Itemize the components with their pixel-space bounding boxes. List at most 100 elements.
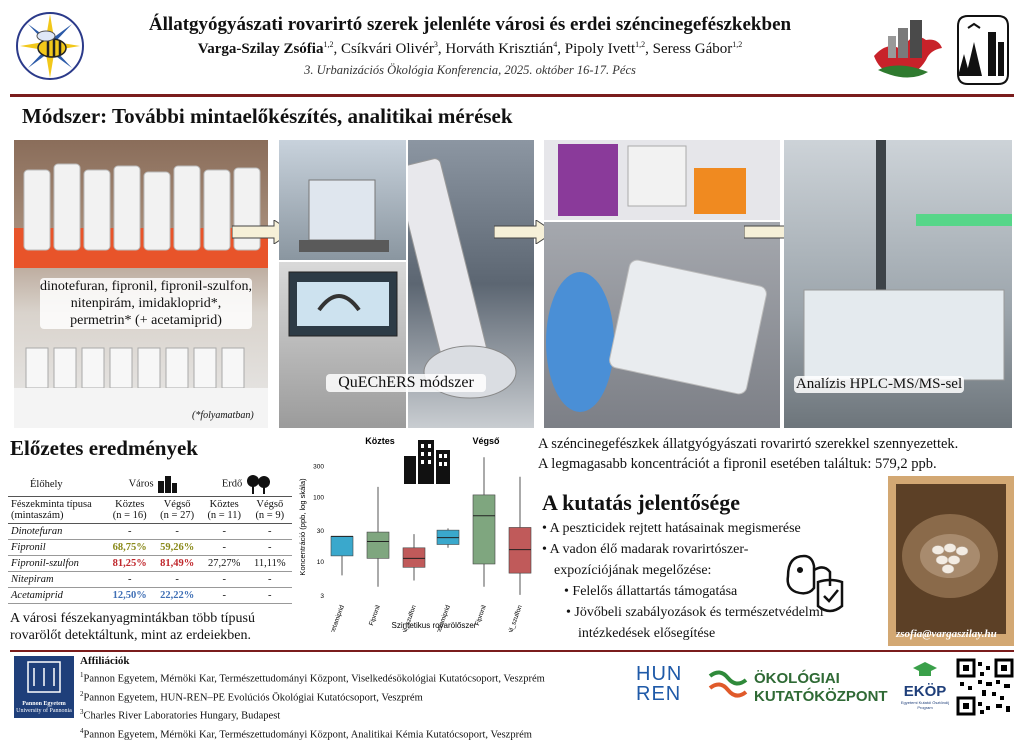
building-icon: [402, 438, 454, 489]
footer-divider: [10, 650, 1014, 652]
affiliation-line: 4Pannon Egyetem, Mérnöki Kar, Természett…: [80, 724, 640, 742]
table-cell: 81,49%: [153, 556, 200, 572]
x-axis-label: Szintetikus rovarölőszer: [392, 621, 477, 630]
column-header: Köztes(n = 16): [106, 497, 153, 524]
in-progress-note: (*folyamatban): [192, 410, 254, 421]
table-row: Nitepiram----: [8, 572, 292, 588]
forest-header: Erdő: [201, 472, 292, 497]
affiliation-line: 3Charles River Laboratories Hungary, Bud…: [80, 705, 640, 724]
column-header: Köztes(n = 11): [201, 497, 248, 524]
tick-label-y: 10: [317, 559, 325, 566]
column-header: Végső(n = 9): [248, 497, 292, 524]
panel-title: Végső: [472, 436, 500, 446]
results-table: Élőhely Város Erdő Fészekminta típusa (m…: [8, 472, 292, 604]
method-heading: Módszer: További mintaelőkészítés, anali…: [22, 104, 513, 129]
tree-icon: [245, 474, 271, 494]
tick-label-x: Fipronil_szulfon: [502, 604, 524, 632]
table-cell: -: [201, 588, 248, 604]
city-header: Város: [106, 472, 201, 497]
balance-photo: [279, 140, 406, 260]
forest-city-logo: [954, 12, 1012, 88]
hunren-bottom: REN: [636, 684, 700, 704]
hunren-logo: HUN REN: [636, 664, 700, 704]
author-name: Pipoly Ivett1,2,: [565, 41, 653, 57]
balance-display-photo: [279, 262, 406, 428]
table-cell: 59,26%: [153, 540, 200, 556]
tick-label-y: 300: [313, 463, 324, 470]
y-axis-label: Koncentráció (ppb, log skála): [298, 478, 307, 576]
pannon-sub: University of Pannonia: [14, 708, 74, 715]
eco-center-logo: [706, 668, 750, 707]
affiliations-heading: Affiliációk: [80, 654, 640, 668]
tick-label-y: 3: [320, 593, 324, 600]
table-cell: -: [153, 524, 200, 540]
affiliation-line: 1Pannon Egyetem, Mérnöki Kar, Természett…: [80, 668, 640, 687]
header-divider: [10, 94, 1014, 97]
results-conclusion: A városi fészekanyagmintákban több típus…: [10, 610, 292, 644]
ekop-name: EKÖP: [900, 683, 950, 700]
pannon-logo: Pannon Egyetem University of Pannonia: [14, 656, 74, 718]
author-name: Varga-Szilay Zsófia1,2,: [198, 41, 341, 57]
panel-title: Köztes: [365, 436, 395, 446]
table-cell: -: [248, 524, 292, 540]
table-cell: -: [201, 572, 248, 588]
box: [367, 532, 389, 558]
table-cell: -: [201, 524, 248, 540]
nest-type-label: Fészekminta típusa (mintaszám): [8, 497, 106, 524]
tick-label-y: 30: [317, 528, 325, 535]
results-heading: Előzetes eredmények: [10, 436, 198, 461]
significance-heading: A kutatás jelentősége: [542, 490, 740, 516]
table-cell: 27,27%: [201, 556, 248, 572]
box: [403, 548, 425, 567]
table-cell: 81,25%: [106, 556, 153, 572]
conference-info: 3. Urbanizációs Ökológia Konferencia, 20…: [120, 63, 820, 78]
tick-label-x: Acetamiprid: [328, 604, 346, 632]
email-link[interactable]: zsofia@vargaszilay.hu: [896, 628, 997, 640]
author-name: Horváth Krisztián4,: [445, 41, 564, 57]
graduation-cap-icon: [912, 660, 938, 678]
vials-photo: [544, 140, 780, 220]
finding-line-1: A széncinegefészkek állatgyógyászati rov…: [538, 436, 958, 453]
hunren-top: HUN: [636, 664, 700, 684]
table-cell: -: [106, 524, 153, 540]
table-cell: 22,22%: [153, 588, 200, 604]
quechers-caption: QuEChERS módszer: [326, 374, 486, 392]
compound-name: Dinotefuran: [8, 524, 106, 540]
city-bird-logo: [868, 10, 946, 88]
hplc-caption: Analízis HPLC-MS/MS-sel: [794, 376, 964, 393]
pet-shield-icon: [778, 546, 858, 623]
table-cell: -: [248, 588, 292, 604]
city-icon: [156, 475, 178, 493]
pannon-name: Pannon Egyetem: [14, 701, 74, 708]
qr-code[interactable]: [956, 658, 1014, 716]
compound-name: Nitepiram: [8, 572, 106, 588]
affiliations: Affiliációk 1Pannon Egyetem, Mérnöki Kar…: [80, 654, 640, 742]
table-cell: -: [106, 572, 153, 588]
ekop-sub: Egyetemi Kutatói Ösztöndíj Program: [900, 700, 950, 710]
box: [509, 527, 531, 573]
poster-title: Állatgyógyászati rovarirtó szerek jelenl…: [90, 14, 850, 36]
box: [473, 495, 495, 564]
compound-name: Acetamiprid: [8, 588, 106, 604]
compound-name: Fipronil-szulfon: [8, 556, 106, 572]
table-cell: -: [201, 540, 248, 556]
table-cell: -: [248, 572, 292, 588]
table-cell: 68,75%: [106, 540, 153, 556]
significance-item-2: • A vadon élő madarak rovarirtószer-expo…: [542, 539, 792, 581]
column-header: Végső(n = 27): [153, 497, 200, 524]
eco-center-text: ÖKOLÓGIAI KUTATÓKÖZPONT: [754, 670, 888, 706]
habitat-label: Élőhely: [8, 472, 106, 497]
author-name: Seress Gábor1,2: [653, 41, 743, 57]
affiliation-line: 2Pannon Egyetem, HUN-REN–PE Evolúciós Ök…: [80, 687, 640, 706]
significance-item-1: • A peszticidek rejtett hatásainak megis…: [542, 518, 872, 539]
author-name: Csíkvári Olivér3,: [341, 41, 445, 57]
table-cell: 12,50%: [106, 588, 153, 604]
compounds-caption: dinotefuran, fipronil, fipronil-szulfon,…: [40, 278, 252, 329]
eco-bottom: KUTATÓKÖZPONT: [754, 688, 888, 706]
nest-photo: [888, 476, 1014, 646]
bee-logo: [14, 8, 86, 84]
tick-label-x: Fipronil: [368, 604, 382, 627]
